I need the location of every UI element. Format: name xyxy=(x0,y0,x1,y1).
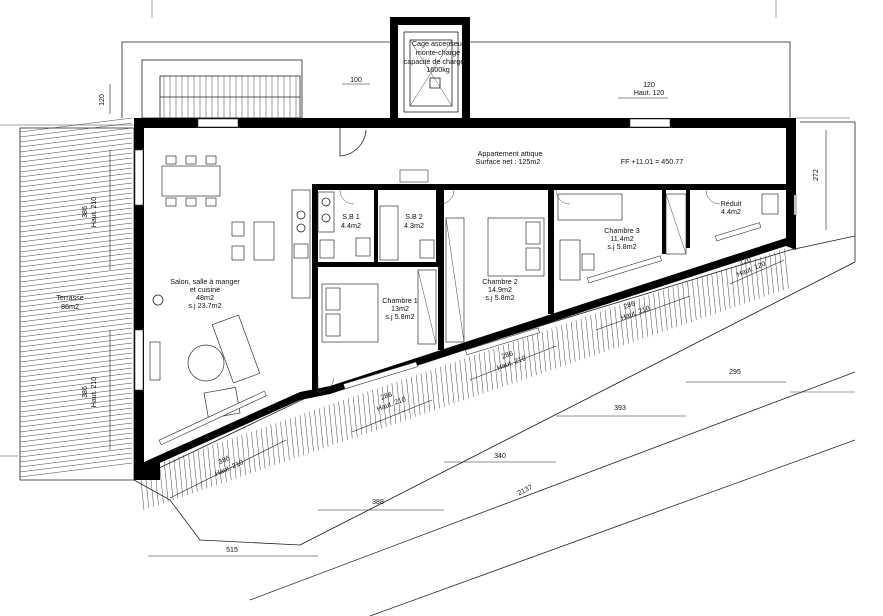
dim-haut210-top: Haut. 210 xyxy=(91,197,98,227)
terrasse-name: Terrasse xyxy=(56,293,84,302)
interior-walls xyxy=(312,184,788,392)
sb1-area: 4.4m2 xyxy=(341,221,361,230)
sb1-name: S.B 1 xyxy=(342,212,360,221)
kitchen xyxy=(231,189,311,299)
apartment-surface: Surface net : 125m2 xyxy=(476,157,541,166)
dim-120-top: 120 xyxy=(643,82,655,89)
salon-sj: s.j 23.7m2 xyxy=(188,301,221,310)
salon-line1: Salon, salle à manger xyxy=(170,277,240,286)
chambre2-area: 14.9m2 xyxy=(488,285,512,294)
bedroom-2-furniture xyxy=(445,217,545,343)
chambre1-name: Chambre 1 xyxy=(382,296,418,305)
living-furniture xyxy=(149,294,261,419)
salon-line2: et cuisine xyxy=(190,285,220,294)
dim-386-low: 386 xyxy=(82,386,89,398)
sb2-area: 4.3m2 xyxy=(404,221,424,230)
dim-515: 515 xyxy=(226,547,238,554)
dim-100: 100 xyxy=(350,77,362,84)
terrasse-area: 86m2 xyxy=(61,302,79,311)
windows xyxy=(134,118,797,391)
staircase xyxy=(141,59,303,119)
dim-haut120-top: Haut. 120 xyxy=(634,90,664,97)
reduit-name: Réduit xyxy=(721,199,742,208)
dim-window-d: 286 xyxy=(623,300,636,311)
elevator-label-2: monte-charge xyxy=(416,48,460,57)
chambre3-area: 11.4m2 xyxy=(610,234,633,243)
dim-393: 393 xyxy=(614,405,626,412)
dim-388: 388 xyxy=(372,499,384,506)
entry-door xyxy=(339,128,367,157)
chambre2-name: Chambre 2 xyxy=(482,277,518,286)
salon-area: 48m2 xyxy=(196,293,214,302)
bathroom-1-fixtures xyxy=(317,191,371,259)
dimension-lines xyxy=(109,83,856,557)
chambre1-area: 13m2 xyxy=(391,304,409,313)
chambre3-sj: s.j 5.8m2 xyxy=(607,242,636,251)
context-lines xyxy=(0,0,850,457)
terrace-hatch xyxy=(19,117,856,546)
chambre2-sj: s.j 5.8m2 xyxy=(485,293,514,302)
dim-window-a: 386 xyxy=(218,455,232,466)
door-swings xyxy=(317,189,721,393)
elevator-label-4: 1600kg xyxy=(426,65,450,74)
dining-table xyxy=(161,155,221,207)
chambre1-sj: s.j 5.8m2 xyxy=(385,312,414,321)
elevator-label-1: Cage ascenseur xyxy=(412,39,465,48)
chambre3-name: Chambre 3 xyxy=(604,226,640,235)
dim-120-right: 120 xyxy=(739,256,753,267)
bedroom-1-furniture xyxy=(321,269,437,345)
dim-window-c: 286 xyxy=(501,350,514,361)
sb2-name: S.B 2 xyxy=(405,212,423,221)
bathroom-2-fixtures xyxy=(379,205,435,261)
apartment-title: Appartement attique xyxy=(478,149,543,158)
dim-120-left: 120 xyxy=(99,94,106,106)
dim-295: 295 xyxy=(729,369,741,376)
outline-lines xyxy=(249,121,856,616)
apartment-level: FF +11.01 = 450.77 xyxy=(621,157,684,166)
reduit-area: 4.4m2 xyxy=(721,207,741,216)
dim-386-top: 386 xyxy=(82,206,89,218)
dim-window-b: 286 xyxy=(380,391,393,402)
dim-2137: 2137 xyxy=(517,484,534,497)
dim-272: 272 xyxy=(813,169,820,181)
diagonal-windows xyxy=(158,222,762,446)
dim-340: 340 xyxy=(494,453,506,460)
bedroom-3-furniture xyxy=(557,193,779,281)
elevator-label-3: capacité de charge xyxy=(404,57,465,66)
exterior-walls xyxy=(134,17,796,480)
elevator-cabin xyxy=(403,31,459,113)
dim-haut210-low: Haut. 210 xyxy=(91,377,98,407)
